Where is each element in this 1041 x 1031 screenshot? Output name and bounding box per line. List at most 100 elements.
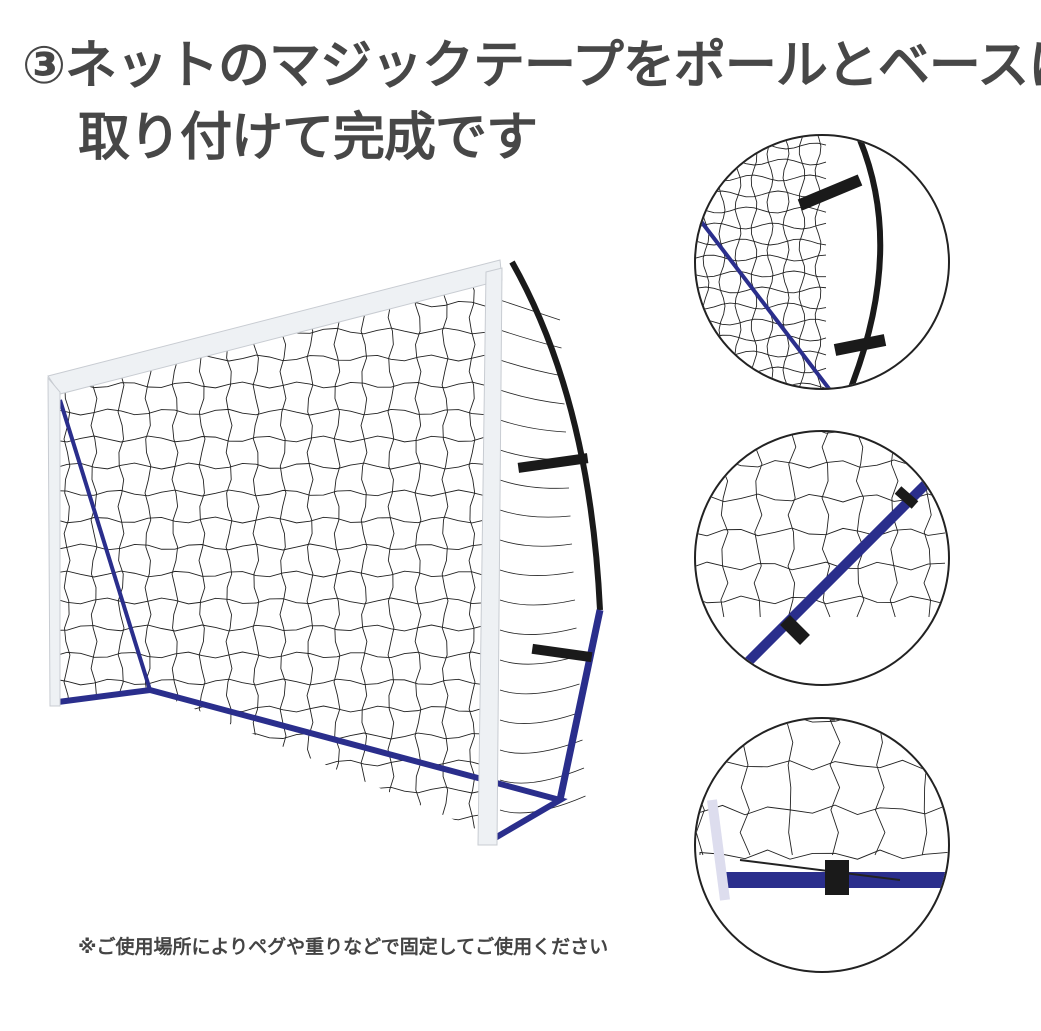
net-strand (63, 270, 71, 835)
net-strand (690, 127, 826, 133)
net-strand (785, 719, 794, 856)
net-strand (499, 569, 574, 576)
net-strand (306, 270, 314, 835)
net-strand (699, 719, 948, 726)
net-strand (55, 435, 495, 443)
net-strand (55, 543, 495, 551)
net-strand (696, 302, 827, 310)
net-strand (687, 130, 693, 394)
net-strand (499, 479, 570, 489)
net-strand (499, 711, 582, 724)
net-strand (144, 270, 152, 835)
net-strand (55, 813, 495, 821)
net-strand (414, 270, 422, 835)
velcro-strap (531, 643, 593, 663)
net-strand (468, 270, 476, 835)
right-post (477, 267, 503, 846)
net-strand (739, 859, 901, 881)
net-strand (707, 799, 730, 901)
net-strand (696, 174, 827, 182)
net-strand (499, 599, 576, 606)
net-strand (696, 238, 827, 246)
net-strand (686, 430, 694, 617)
net-strand (279, 270, 287, 835)
base-pole (57, 686, 568, 841)
net-strand (787, 432, 797, 618)
net-strand (696, 334, 827, 342)
velcro-strap (517, 453, 589, 473)
net-strand (55, 300, 495, 308)
net-strand (55, 597, 495, 605)
net-strand (387, 270, 395, 835)
net-strand (874, 719, 886, 856)
net-strand (829, 719, 841, 856)
net-strand (696, 527, 946, 537)
net-strand (55, 570, 495, 578)
net-strand (499, 627, 577, 635)
net-strand (37, 250, 43, 858)
net-strand (894, 486, 919, 509)
net-strand (696, 432, 946, 435)
heading-line-2: 取り付けて完成です (78, 108, 538, 168)
net-strand (55, 516, 495, 524)
crossbar (47, 259, 503, 395)
net-strand (699, 759, 948, 771)
net-strand (499, 509, 571, 518)
net-strand (40, 247, 513, 253)
net-strand (696, 286, 827, 294)
net-strand (797, 174, 863, 211)
net-strand (782, 136, 790, 388)
net-strand (753, 432, 763, 618)
net-strand (766, 136, 774, 388)
net-strand (55, 489, 495, 497)
net-strand (55, 624, 495, 632)
net-strand (499, 359, 564, 377)
net-strand (814, 136, 822, 388)
net-strand (117, 270, 125, 835)
net-strand (55, 381, 495, 389)
net-strand (499, 299, 561, 321)
usage-note: ※ご使用場所によりペグや重りなどで固定してご使用ください (78, 936, 609, 958)
net-strand (696, 142, 827, 150)
net-strand (499, 419, 567, 433)
net-strand (55, 759, 495, 767)
net-strand (696, 254, 827, 262)
net-strand (696, 190, 827, 198)
net-strand (55, 732, 495, 740)
net-strand (699, 804, 948, 816)
side-base-pole (556, 609, 604, 801)
net-strand (55, 678, 495, 686)
net-strand (171, 270, 179, 835)
net-strand (736, 476, 934, 674)
detail-circle-2 (686, 430, 950, 686)
bow-pole (509, 260, 603, 611)
detail-circle-1 (687, 127, 950, 394)
net-strand (499, 329, 562, 349)
net-strand (780, 615, 810, 645)
net-strand (55, 705, 495, 713)
net-strand (55, 786, 495, 794)
net-strand (923, 432, 933, 618)
net-strand (360, 270, 368, 835)
detail-circle-3 (694, 717, 950, 973)
net-strand (696, 270, 827, 278)
net-strand (698, 218, 832, 388)
net-strand (441, 270, 449, 835)
net-strand (499, 683, 580, 695)
net-strand (499, 389, 565, 405)
net-strand (499, 767, 585, 784)
back-pole (58, 399, 152, 691)
net-strand (55, 462, 495, 470)
net-strand (855, 432, 865, 618)
net-strand (921, 719, 929, 856)
net-strand (699, 849, 948, 860)
net-strand (847, 138, 884, 388)
net-strand (750, 136, 758, 388)
net-strand (696, 719, 706, 856)
net-strand (55, 651, 495, 659)
net-strand (696, 222, 827, 230)
net-strand (718, 136, 726, 388)
net-strand (333, 270, 341, 835)
left-post (47, 376, 61, 707)
heading-line-1: ③ネットのマジックテープをポールとベースに (22, 36, 1041, 96)
